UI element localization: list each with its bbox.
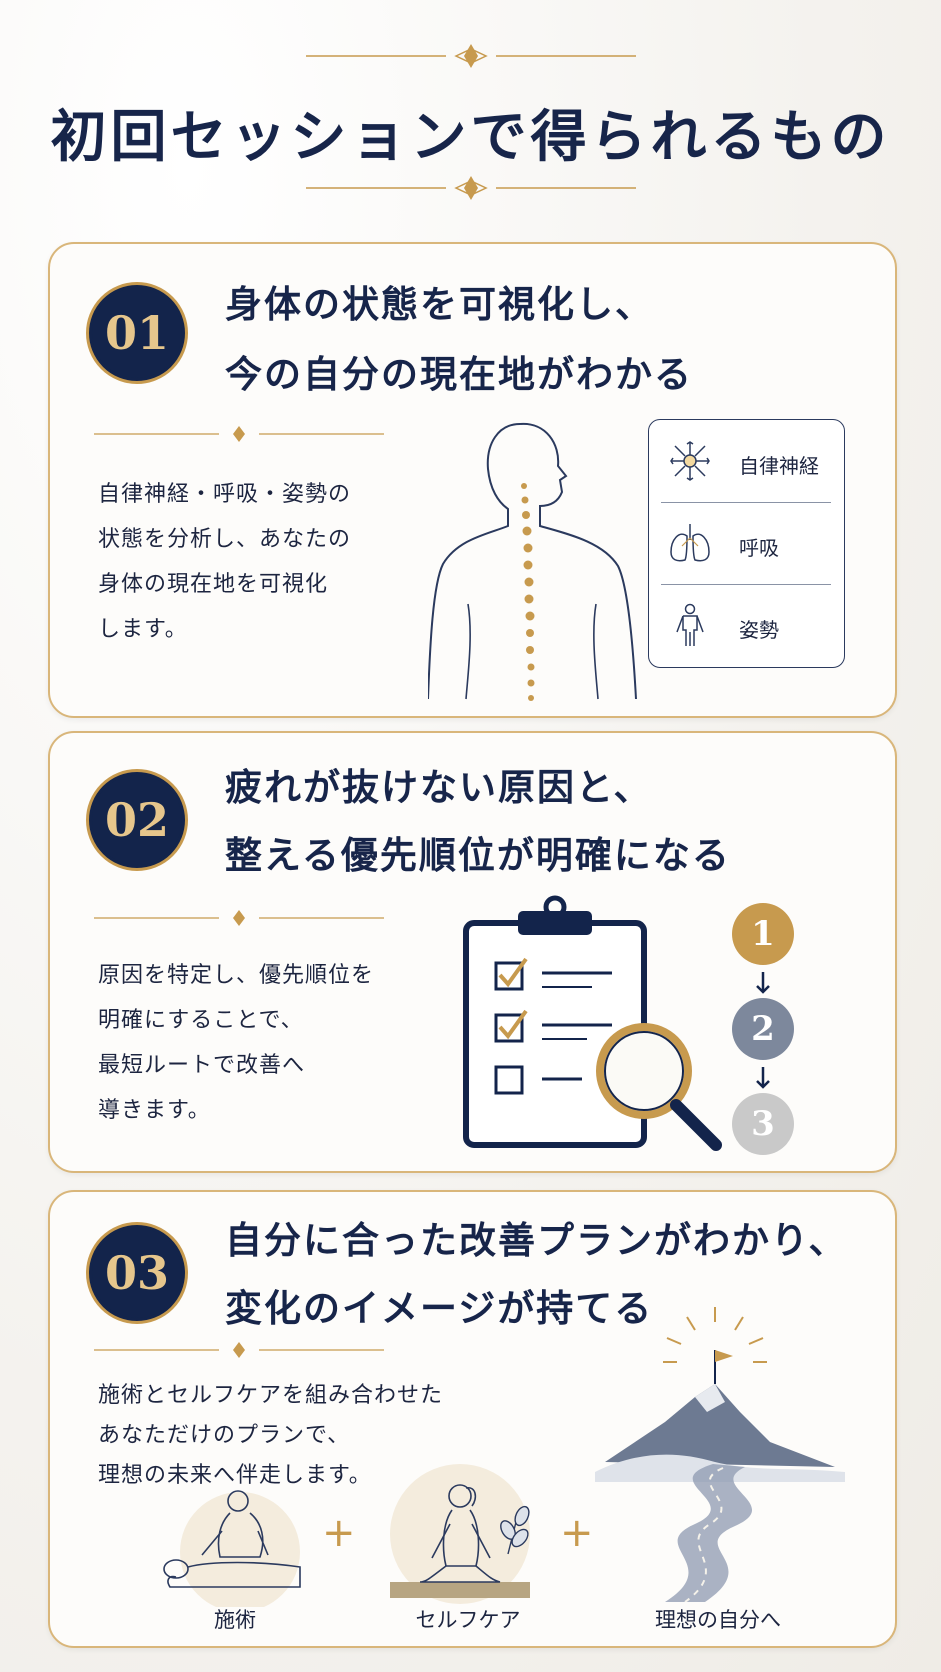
divider-ornament: [94, 426, 384, 442]
card-body: 施術とセルフケアを組み合わせた あなただけのプランで、 理想の未来へ伴走します。: [98, 1383, 444, 1488]
step-2-circle: 2: [732, 998, 794, 1060]
mountain-road-illustration: [595, 1307, 845, 1602]
card-title-line1: 疲れが抜けない原因と、: [225, 765, 653, 809]
number-badge: 01: [86, 282, 188, 384]
yoga-selfcare-illustration: [390, 1464, 530, 1604]
nerve-icon: [670, 441, 710, 481]
card-title-line1: 身体の状態を可視化し、: [225, 282, 654, 326]
divider-ornament: [94, 910, 384, 926]
top-ornament: [305, 44, 636, 68]
caption-ideal-self: 理想の自分へ: [655, 1608, 781, 1632]
person-posture-icon: [676, 603, 704, 646]
caption-selfcare: セルフケア: [415, 1608, 521, 1632]
legend-row-autonomic: 自律神経: [649, 420, 844, 502]
card-title-line1: 自分に合った改善プランがわかり、: [225, 1218, 848, 1262]
massage-illustration: [163, 1490, 301, 1607]
plus-sign: +: [560, 1510, 594, 1556]
lungs-icon: [670, 524, 710, 562]
number-badge: 03: [86, 1222, 188, 1324]
card-03: 03 自分に合った改善プランがわかり、 変化のイメージが持てる 施術とセルフケア…: [48, 1190, 897, 1648]
arrow-down-icon: [756, 1067, 770, 1089]
legend-row-posture: 姿勢: [649, 584, 844, 666]
page-title: 初回セッションで得られるもの: [50, 104, 891, 170]
arrow-down-icon: [756, 972, 770, 994]
body-spine-illustration: [428, 422, 637, 701]
card-body: 自律神経・呼吸・姿勢の 状態を分析し、あなたの 身体の現在地を可視化 します。: [98, 482, 352, 642]
legend-box: 自律神経 呼吸 姿勢: [648, 419, 845, 668]
step-1-circle: 1: [732, 903, 794, 965]
card-title-line2: 今の自分の現在地がわかる: [225, 352, 693, 396]
plus-sign: +: [322, 1510, 356, 1556]
caption-treatment: 施術: [214, 1608, 256, 1632]
step-3-circle: 3: [732, 1093, 794, 1155]
number-badge: 02: [86, 769, 188, 871]
card-01: 01 身体の状態を可視化し、 今の自分の現在地がわかる 自律神経・呼吸・姿勢の …: [48, 242, 897, 718]
card-body: 原因を特定し、優先順位を 明確にすることで、 最短ルートで改善へ 導きます。: [98, 963, 375, 1123]
clipboard-checklist-illustration: [463, 895, 722, 1151]
bottom-ornament: [305, 176, 636, 200]
divider-ornament: [94, 1342, 384, 1358]
legend-row-breathing: 呼吸: [649, 502, 844, 584]
card-02: 02 疲れが抜けない原因と、 整える優先順位が明確になる 原因を特定し、優先順位…: [48, 731, 897, 1173]
card-title-line2: 変化のイメージが持てる: [225, 1286, 654, 1330]
card-title-line2: 整える優先順位が明確になる: [225, 833, 731, 877]
